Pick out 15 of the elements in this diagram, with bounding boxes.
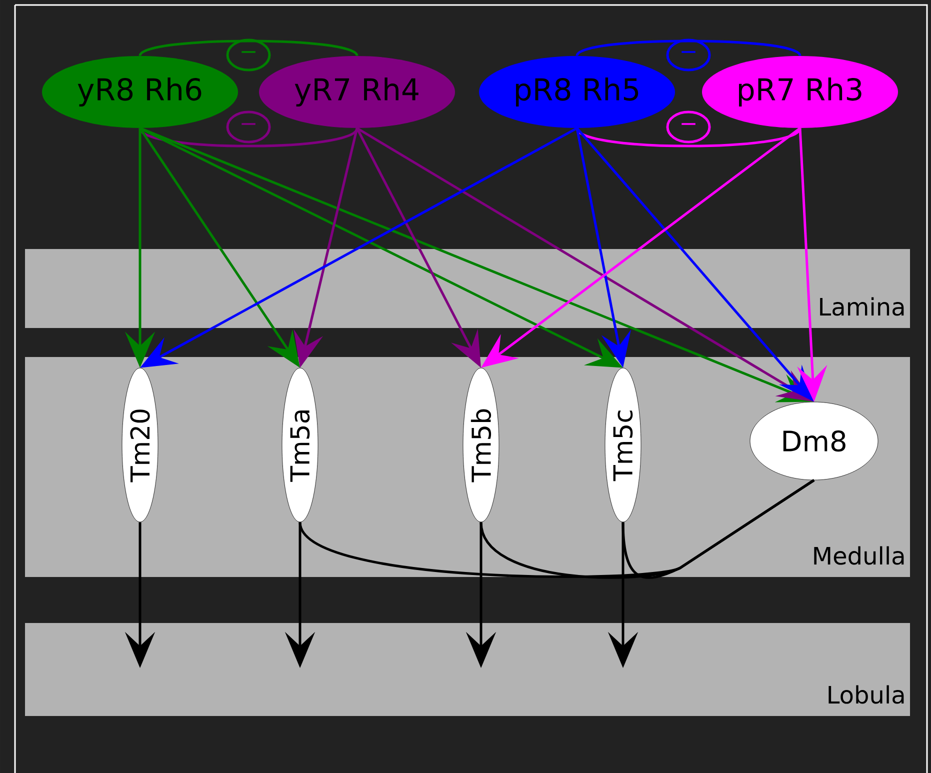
layer-band: Lamina [25,249,910,328]
ellipse-node: pR7 Rh3 [702,56,898,128]
neuron-oval: Dm8 [750,402,878,480]
ellipse-node: pR8 Rh5 [479,56,675,128]
inhibition-label: − [226,110,271,144]
inhibition-label: − [666,110,711,144]
ellipse-node: yR8 Rh6 [42,56,238,128]
inhibition-label: − [226,38,271,72]
ellipse-node: yR7 Rh4 [259,56,455,128]
neuron-oval: Tm20 [122,368,158,522]
neuron-oval: Tm5c [604,368,642,522]
neuron-oval: Tm5b [462,368,500,522]
inhibition-label: − [666,38,711,72]
layer-band: Lobula [25,623,910,716]
neuron-oval: Tm5a [282,368,318,522]
